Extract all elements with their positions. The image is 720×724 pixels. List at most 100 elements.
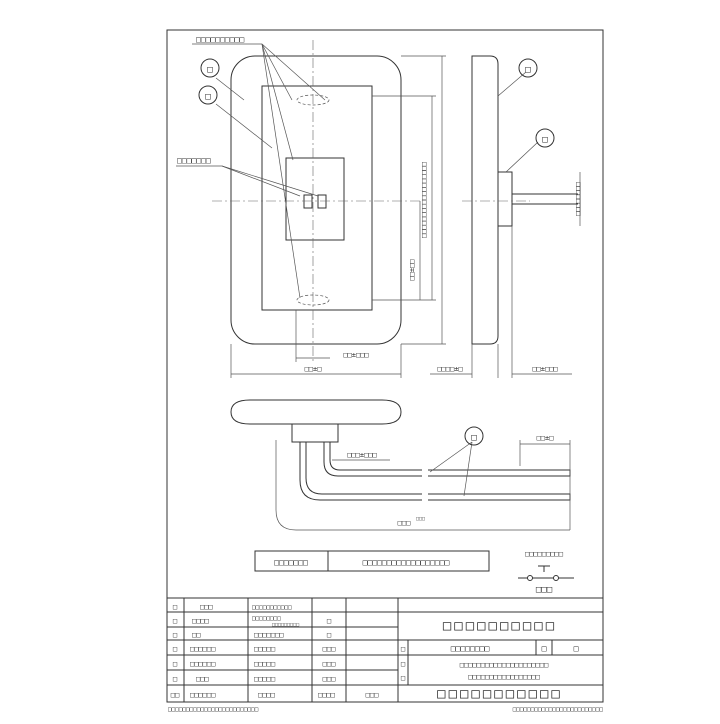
callout-circle <box>518 58 538 78</box>
callout-circle <box>198 85 218 105</box>
leader-c4 <box>505 141 539 173</box>
side-dimension-right: □□±□□□ <box>532 365 557 373</box>
callout-5: □ <box>464 426 484 446</box>
callout-circle <box>464 426 484 446</box>
row-3-extra: □ <box>327 631 331 639</box>
top-note-label: □□□□□□□□□□ <box>196 35 244 44</box>
callout-2: □ <box>198 85 218 105</box>
row-7-extra2: □□□ <box>366 691 379 699</box>
symbol-bottom-label: □□□ <box>536 585 553 595</box>
bottom-switch-body <box>291 423 339 443</box>
leader-left-1 <box>221 165 301 197</box>
row-3-value: □□□□□□□ <box>254 631 284 639</box>
row-2-value: □□□□□□□□ <box>252 615 281 622</box>
wire-b-continued <box>428 469 520 477</box>
row-2-extra: □ <box>327 617 331 625</box>
footer-left: □□□□□□□□□□□□□□□□□□□□□□□□□ <box>168 706 259 713</box>
side-vertical-dimension: □□□□□□□□ <box>574 182 582 216</box>
wire-strip-dimension: □□±□ <box>537 434 554 442</box>
wire-dim-overall <box>275 440 570 531</box>
leader-c2 <box>215 103 273 149</box>
row-4-label: □□□□□□ <box>190 645 215 653</box>
symbol-top-label: □□□□□□□□□ <box>525 550 563 558</box>
sub-mark: □ <box>542 644 547 653</box>
row-1-mark: □ <box>173 603 177 611</box>
row-4-extra: □□□ <box>323 645 336 653</box>
drawing-number: □□□□□□□□□□□ <box>437 686 563 702</box>
callout-3-text: □ <box>525 65 531 75</box>
left-note-label: □□□□□□□ <box>177 156 211 165</box>
front-outer-plate <box>230 55 402 345</box>
leader-top-1 <box>261 43 293 101</box>
callout-2-text: □ <box>205 92 211 102</box>
callout-1-text: □ <box>207 65 213 75</box>
wire-a-continued <box>428 493 520 501</box>
leader-c3 <box>497 71 527 97</box>
row-7-label: □□□□□□ <box>190 691 215 699</box>
row-5-mark: □ <box>173 660 177 668</box>
row-3-label: □□ <box>192 631 200 639</box>
leader-c1 <box>215 77 245 101</box>
footer-right: □□□□□□□□□□□□□□□□□□□□□□□□□ <box>513 706 604 713</box>
callout-1: □ <box>200 58 220 78</box>
row-3-mark: □ <box>173 631 177 639</box>
row-6-value: □□□□□ <box>254 675 275 683</box>
vertical-dimension-long: □□□□□□□□□□□□□□□□□□ <box>420 162 428 238</box>
leader-top-4 <box>261 43 301 299</box>
switch-symbol <box>518 565 574 581</box>
leader-top-2 <box>261 43 326 101</box>
bottom-view <box>230 399 571 531</box>
row-4-mark: □ <box>173 645 177 653</box>
wire-b-inner <box>329 442 422 471</box>
side-mark-1: □ <box>401 645 405 653</box>
leader-left-2 <box>221 165 319 197</box>
side-view <box>430 55 581 378</box>
slot-dimension: □□±□□□ <box>343 351 368 359</box>
row-2-mark: □ <box>173 617 177 625</box>
row-6-label: □□□ <box>196 675 209 683</box>
side-plate <box>471 55 499 345</box>
row-5-label: □□□□□□ <box>190 660 215 668</box>
row-7-mark: □□ <box>171 691 179 699</box>
row-5-value: □□□□□ <box>254 660 275 668</box>
side-dimension-left: □□□□±□ <box>437 365 462 373</box>
symbol-contact-left <box>527 575 533 581</box>
wire-mid-dimension: □□□±□□□ <box>347 451 377 459</box>
callout-4-text: □ <box>542 135 548 145</box>
terminal-left <box>303 194 313 209</box>
note-line-1: □□□□□□□□□□□□□□□□□□□□□ <box>460 661 549 669</box>
leader-c5-2 <box>463 441 473 497</box>
wire-overall-dimension: □□□ <box>398 519 411 527</box>
row-7-value: □□□□ <box>258 691 275 699</box>
callout-3: □ <box>518 58 538 78</box>
leader-top-3 <box>261 43 294 161</box>
spec-box <box>254 550 490 572</box>
title-block-frame <box>166 597 604 703</box>
row-7-extra: □□□□ <box>318 691 335 699</box>
callout-circle <box>535 128 555 148</box>
sub-value: □ <box>574 644 579 653</box>
callout-4: □ <box>535 128 555 148</box>
row-6-extra: □□□ <box>323 675 336 683</box>
callout-5-text: □ <box>471 433 477 443</box>
symbol-contact-right <box>553 575 559 581</box>
wire-a-inner <box>305 442 422 495</box>
wire-tolerance: □□□ <box>416 516 425 522</box>
leader-c5-1 <box>429 441 473 473</box>
sub-label: □□□□□□□□ <box>451 644 490 653</box>
spec-box-right-text: □□□□□□□□□□□□□□□□□□ <box>363 558 450 567</box>
width-dimension: □□±□ <box>305 365 322 373</box>
wire-a-outer <box>299 442 422 501</box>
side-mark-3: □ <box>401 674 405 682</box>
side-mark-2: □ <box>401 660 405 668</box>
note-line-2: □□□□□□□□□□□□□□□□□ <box>468 673 540 681</box>
wire-b-outer <box>323 442 422 477</box>
row-4-value: □□□□□ <box>254 645 275 653</box>
callout-circle <box>200 58 220 78</box>
front-inner-frame <box>261 85 373 311</box>
terminal-right <box>317 194 327 209</box>
title-block <box>166 597 604 703</box>
spec-box-left-text: □□□□□□□ <box>274 558 308 567</box>
